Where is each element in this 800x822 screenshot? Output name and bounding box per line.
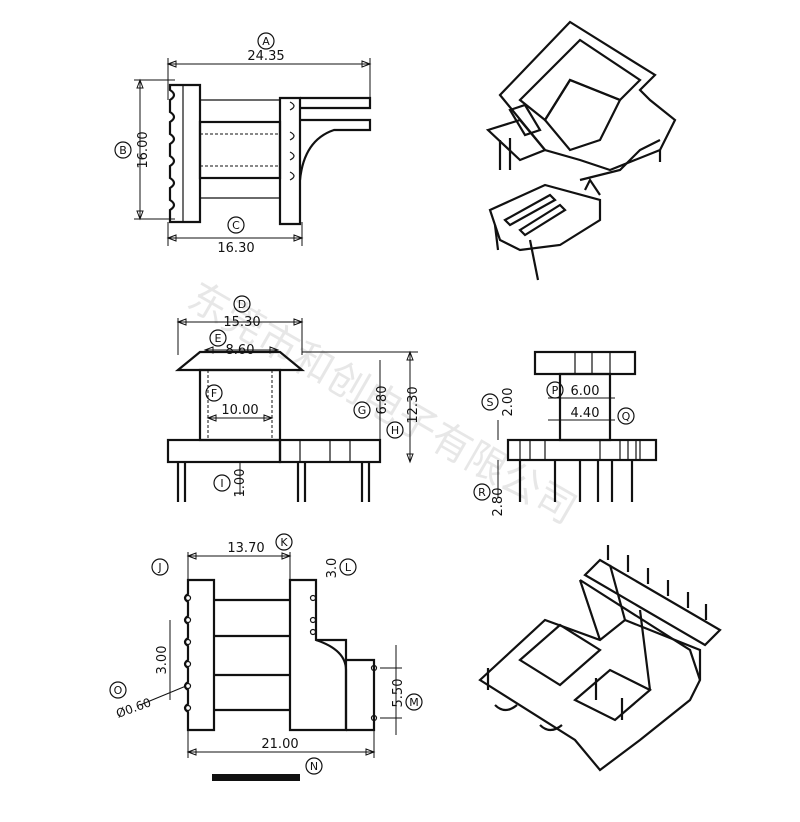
isometric-view-bottom	[478, 545, 722, 772]
dim-a-letter: A	[262, 35, 270, 48]
dim-r-letter: R	[478, 486, 486, 499]
dim-a-value: 24.35	[247, 49, 284, 64]
dim-q-value: 4.40	[571, 406, 600, 421]
dim-i-letter: I	[220, 477, 223, 490]
scale-bar	[212, 774, 300, 781]
dim-f-value: 10.00	[221, 403, 258, 418]
dim-f-letter: F	[211, 387, 217, 400]
dim-d-value: 15.30	[223, 315, 260, 330]
top-view: A 24.35 B 16.00 C 16.30	[114, 32, 372, 256]
isometric-view-top	[485, 20, 677, 281]
dim-d-letter: D	[238, 298, 246, 311]
dim-s-letter: S	[487, 396, 494, 409]
dim-g-letter: G	[358, 404, 367, 417]
dim-s-value: 2.00	[501, 388, 516, 417]
dim-c-value: 16.30	[217, 241, 254, 256]
dim-n-value: 21.00	[261, 737, 298, 752]
side-view: P 6.00 Q 4.40 S 2.00 R 2.80	[473, 350, 658, 517]
dim-r-value: 2.80	[491, 488, 506, 517]
dim-j-letter: J	[157, 561, 161, 574]
dim-o-letter: O	[114, 684, 123, 697]
dim-m-letter: M	[409, 696, 419, 709]
bottom-view: 13.70 K J L 3.0 3.00	[109, 533, 423, 781]
dim-b-value: 16.00	[136, 131, 151, 168]
dim-e-letter: E	[215, 332, 222, 345]
dim-i-value: 1.00	[233, 469, 248, 498]
dim-h-letter: H	[391, 424, 399, 437]
dim-c-letter: C	[232, 219, 240, 232]
dim-n-letter: N	[310, 760, 318, 773]
dim-k-value: 13.70	[227, 541, 264, 556]
front-view: D 15.30 E 8.60 F 10.00 I 1.	[166, 295, 421, 502]
dim-p-letter: P	[552, 384, 559, 397]
dim-o-value: Ø0.60	[114, 695, 153, 721]
dim-e-value: 8.60	[226, 343, 255, 358]
dim-g-value: 6.80	[375, 386, 390, 415]
dim-q-letter: Q	[622, 410, 631, 423]
dim-l-value: 3.0	[325, 558, 340, 579]
dim-h-value: 12.30	[406, 386, 421, 423]
dim-m-value: 5.50	[391, 679, 406, 708]
dim-b-letter: B	[119, 144, 127, 157]
dim-p-value: 6.00	[571, 384, 600, 399]
dim-pitch-value: 3.00	[155, 646, 170, 675]
dim-l-letter: L	[345, 561, 352, 574]
dim-k-letter: K	[280, 536, 288, 549]
